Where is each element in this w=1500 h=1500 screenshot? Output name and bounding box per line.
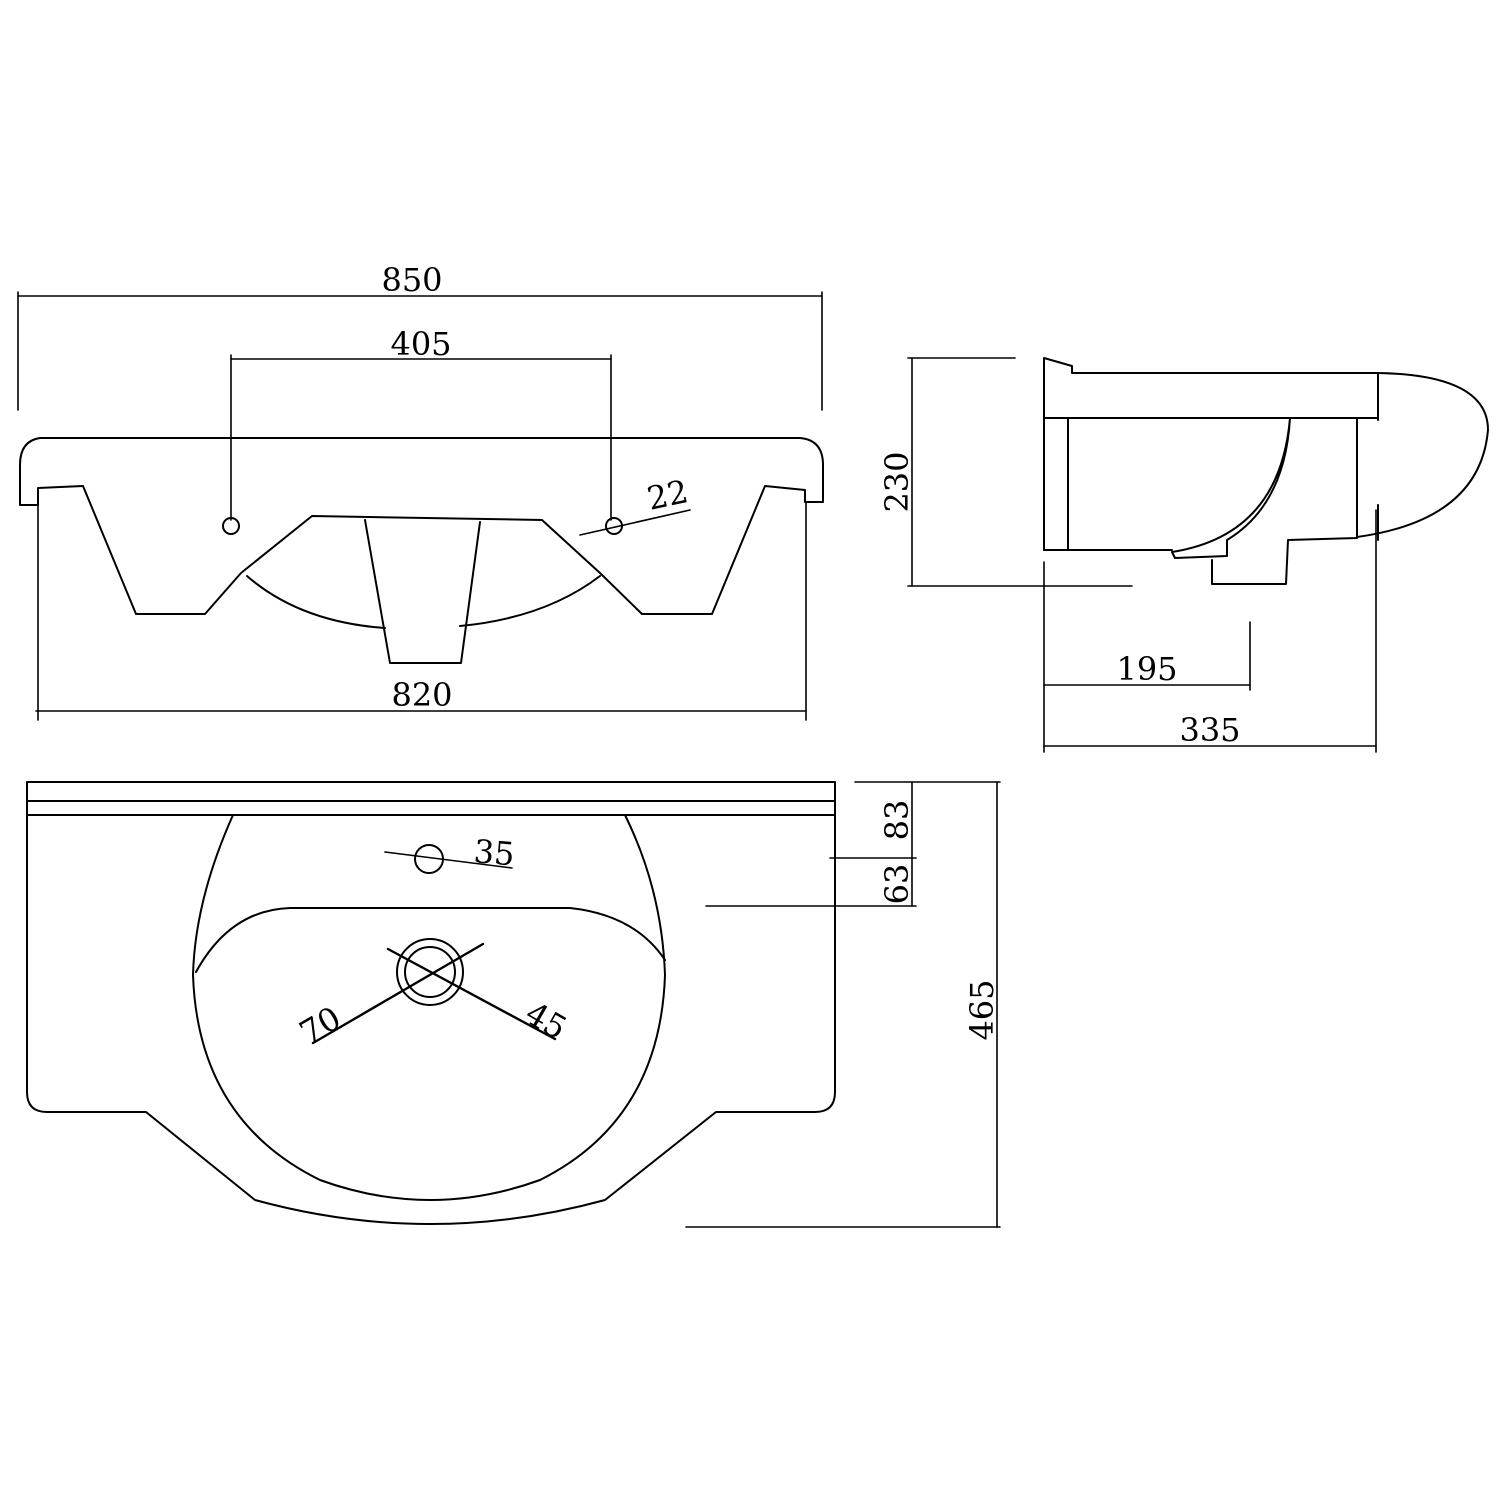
dim-405: 405	[230, 325, 612, 521]
dim-45-label: 45	[519, 994, 573, 1047]
dim-335-label: 335	[1179, 711, 1240, 749]
top-outline	[26, 781, 836, 1225]
side-top-rim	[1043, 357, 1379, 419]
dim-195-label: 195	[1116, 650, 1177, 688]
front-waste	[364, 519, 481, 664]
side-inner-bowl	[1171, 417, 1291, 559]
dim-83-label: 83	[878, 800, 916, 841]
dim-195: 195	[1043, 650, 1251, 688]
front-view: 850 405 22 820	[17, 261, 824, 721]
dim-820: 820	[35, 676, 807, 714]
dim-70-label: 70	[293, 999, 347, 1052]
tap-hole-left	[222, 517, 240, 535]
dim-820-label: 820	[391, 676, 452, 714]
dim-850: 850	[17, 261, 823, 411]
waste-outer	[396, 938, 464, 1006]
dim-230-label: 230	[878, 451, 916, 512]
dim-230: 230	[878, 357, 1133, 587]
side-waste	[1211, 417, 1358, 585]
top-bowl-inner	[195, 907, 666, 973]
dim-35-label: 35	[472, 832, 516, 873]
dim-335: 335	[1043, 711, 1377, 749]
side-outer-curve	[1356, 372, 1489, 538]
side-view: 230 195 335	[878, 357, 1489, 753]
dim-63-label: 63	[878, 864, 916, 905]
dim-405-label: 405	[390, 325, 451, 363]
top-bowl-outer	[192, 814, 666, 1201]
top-view: 35 70 45 83 63 465	[26, 781, 1001, 1228]
dim-465-label: 465	[963, 979, 1001, 1040]
waste-inner	[404, 946, 456, 998]
front-bowl-curve	[246, 575, 601, 629]
dim-22-label: 22	[644, 472, 692, 518]
front-outline	[19, 437, 824, 615]
dim-850-label: 850	[381, 261, 442, 299]
